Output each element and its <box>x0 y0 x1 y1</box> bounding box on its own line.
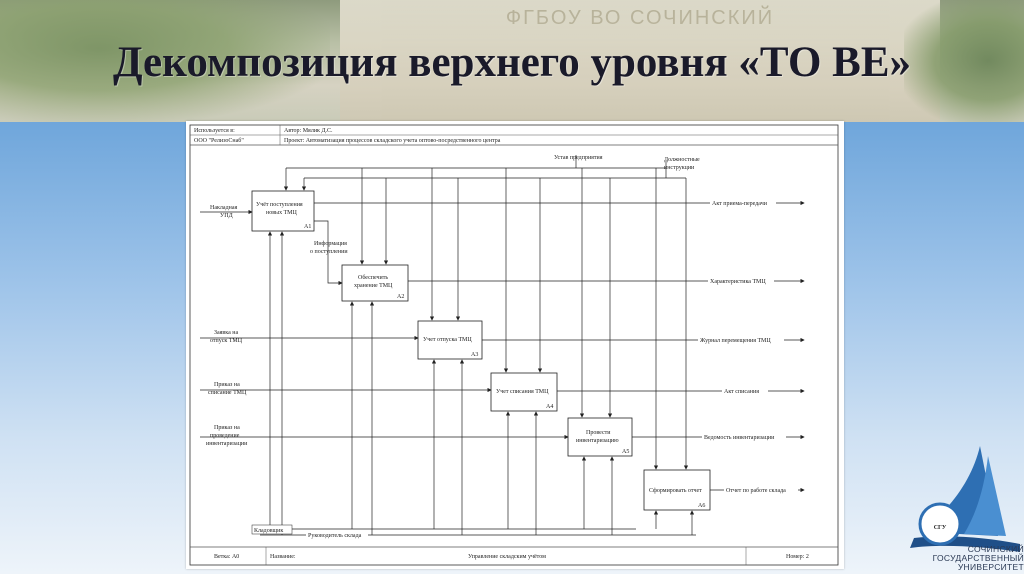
input-inventory-order-1: Приказ на <box>214 425 240 431</box>
block-a2-label-1: Обеспечить <box>358 274 388 281</box>
block-a6-id: А6 <box>698 503 705 509</box>
logo-line-3: УНИВЕРСИТЕТ <box>957 562 1024 572</box>
block-a5-label-2: инвентаризацию <box>576 438 619 444</box>
frame-outer <box>189 124 839 566</box>
logo-line-2: ГОСУДАРСТВЕННЫЙ <box>932 553 1024 563</box>
output-acceptance-act: Акт приема-передачи <box>712 201 768 207</box>
block-a4-label-1: Учет списания ТМЦ <box>496 389 549 395</box>
block-a5-label-1: Провести <box>586 430 611 436</box>
block-a1-id: А1 <box>304 224 311 230</box>
control-charter: Устав предприятия <box>554 155 603 161</box>
footer-node: Ветка: А0 <box>214 554 239 560</box>
header-used-at: Используется в: <box>194 128 235 134</box>
input-writeoff-order-1: Приказ на <box>214 382 240 388</box>
background-caption: ФГБОУ ВО СОЧИНСКИЙ <box>505 7 775 29</box>
idef0-diagram: Используется в: ООО "РелизоСнаб" Автор: … <box>189 124 839 566</box>
input-inventory-order-3: инвентаризации <box>206 441 248 447</box>
university-name: СОЧИНСКИЙ ГОСУДАРСТВЕННЫЙ УНИВЕРСИТЕТ <box>888 545 1024 572</box>
mechanism-keeper: Кладовщик <box>254 528 283 534</box>
background-building: ФГБОУ ВО СОЧИНСКИЙ <box>340 0 940 122</box>
intermediate-info-2: о поступлении <box>310 249 348 255</box>
control-instructions-1: Должностные <box>664 157 700 163</box>
block-a4: Учет списания ТМЦ А4 <box>490 372 558 412</box>
control-instructions-2: инструкции <box>664 165 695 171</box>
block-a2-id: А2 <box>397 294 404 300</box>
university-logo-icon: СГУ <box>910 446 1020 552</box>
output-writeoff-act: Акт списания <box>724 389 759 395</box>
header-project: Проект: Автоматизация процессов складско… <box>284 138 501 144</box>
block-a6: Сформировать отчет А6 <box>643 469 711 511</box>
block-a5-id: А5 <box>622 449 629 455</box>
block-a3-label-1: Учет отпуска ТМЦ <box>423 337 472 343</box>
intermediate-info-1: Информация <box>314 240 347 247</box>
block-a3-id: А3 <box>471 352 478 358</box>
background-trees-left <box>0 0 330 122</box>
input-inventory-order-2: проведение <box>210 433 240 439</box>
input-invoice-1: Накладная <box>210 205 237 211</box>
block-a6-label-1: Сформировать отчет <box>649 487 702 494</box>
slide-title: Декомпозиция верхнего уровня «ТО ВЕ» <box>112 39 912 86</box>
block-a3: Учет отпуска ТМЦ А3 <box>417 320 483 360</box>
footer-number: Номер: 2 <box>786 554 809 560</box>
block-a5: Провести инвентаризацию А5 <box>567 417 633 457</box>
output-characteristics: Характеристика ТМЦ <box>710 279 766 285</box>
output-movement-log: Журнал перемещения ТМЦ <box>700 338 771 344</box>
header-org: ООО "РелизоСнаб" <box>194 137 244 144</box>
header-author: Автор: Мялик Д.С. <box>284 128 333 134</box>
input-writeoff-order-2: списание ТМЦ <box>208 390 247 396</box>
block-a1: Учёт поступления новых ТМЦ А1 <box>251 190 315 232</box>
input-request-2: отпуск ТМЦ <box>210 338 243 344</box>
footer-name: Управление складским учётом <box>468 554 546 560</box>
output-inventory-sheet: Ведомость инвентаризации <box>704 435 775 441</box>
block-a1-label-1: Учёт поступления <box>256 202 303 208</box>
background-trees-right <box>904 0 1024 122</box>
output-warehouse-report: Отчет по работе склада <box>726 487 786 494</box>
idef0-diagram-sheet: Используется в: ООО "РелизоСнаб" Автор: … <box>186 121 844 569</box>
footer-name-label: Название: <box>270 554 296 560</box>
block-a4-id: А4 <box>546 404 553 410</box>
input-request-1: Заявка на <box>214 330 238 336</box>
block-a1-label-2: новых ТМЦ <box>266 210 297 216</box>
block-a2: Обеспечить хранение ТМЦ А2 <box>341 264 409 302</box>
logo-abbr: СГУ <box>934 525 947 531</box>
mechanism-manager: Руководитель склада <box>308 533 362 539</box>
input-invoice-2: УПД <box>220 213 233 219</box>
block-a2-label-2: хранение ТМЦ <box>354 283 393 289</box>
logo-line-1: СОЧИНСКИЙ <box>967 544 1024 554</box>
